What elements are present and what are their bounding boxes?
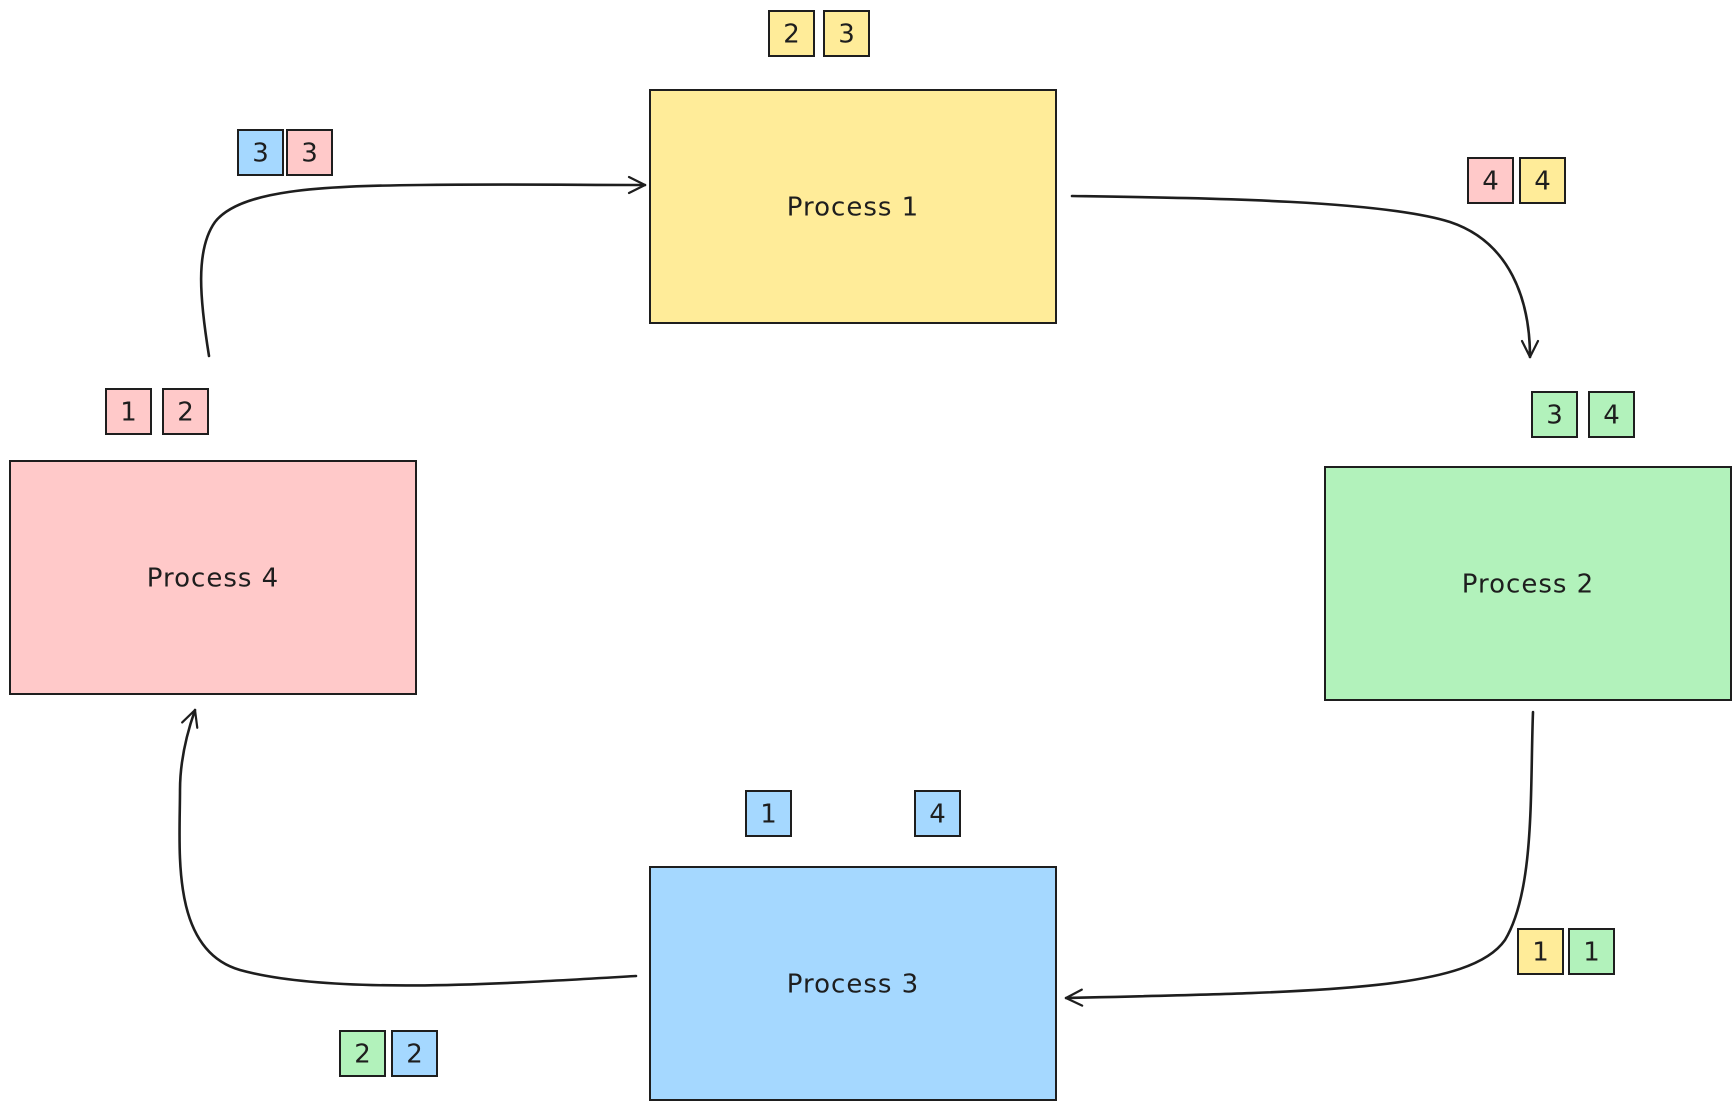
arrow-p3-to-p4	[178, 708, 638, 987]
token-badge: 2	[391, 1030, 438, 1077]
token-number: 1	[760, 800, 777, 830]
token-number: 3	[1546, 401, 1563, 431]
process-rect	[649, 89, 1057, 324]
process-box-3[interactable]: Process 3	[649, 866, 1057, 1101]
process-rect	[9, 460, 417, 695]
process-boxes: Process 1 Process 2 Process 3 Process 4	[9, 89, 1732, 1101]
token-square	[768, 10, 815, 57]
token-square	[1531, 391, 1578, 438]
token-square	[339, 1030, 386, 1077]
token-square	[391, 1030, 438, 1077]
token-number: 4	[929, 800, 946, 830]
token-badge: 1	[745, 790, 792, 837]
token-square	[162, 388, 209, 435]
token-badge: 4	[1519, 157, 1566, 204]
process-rect	[1324, 466, 1732, 701]
token-badge: 4	[1467, 157, 1514, 204]
token-number: 1	[120, 398, 137, 428]
token-square	[914, 790, 961, 837]
process-rect	[649, 866, 1057, 1101]
token-square	[823, 10, 870, 57]
process-label: Process 4	[147, 564, 279, 594]
token-square	[1568, 928, 1615, 975]
token-badge: 3	[237, 129, 284, 176]
token-badge: 2	[768, 10, 815, 57]
token-badge: 1	[1568, 928, 1615, 975]
token-badge: 2	[339, 1030, 386, 1077]
token-number: 2	[177, 398, 194, 428]
process-box-4[interactable]: Process 4	[9, 460, 417, 695]
process-label: Process 1	[787, 193, 919, 223]
token-square	[105, 388, 152, 435]
token-square	[1467, 157, 1514, 204]
token-number: 2	[354, 1040, 371, 1070]
token-number: 2	[406, 1040, 423, 1070]
token-badge: 3	[823, 10, 870, 57]
token-number: 2	[783, 20, 800, 50]
token-badge: 1	[105, 388, 152, 435]
token-square	[1517, 928, 1564, 975]
arrow-p2-to-p3	[1064, 710, 1535, 1007]
token-number: 4	[1482, 167, 1499, 197]
token-square	[745, 790, 792, 837]
process-label: Process 3	[787, 970, 919, 1000]
token-number: 3	[838, 20, 855, 50]
arrow-p4-to-p1	[199, 175, 647, 358]
token-badge: 4	[914, 790, 961, 837]
token-badge: 3	[286, 129, 333, 176]
token-square	[1519, 157, 1566, 204]
token-number: 3	[252, 139, 269, 169]
process-label: Process 2	[1462, 570, 1594, 600]
token-number: 4	[1603, 401, 1620, 431]
token-badge: 1	[1517, 928, 1564, 975]
token-square	[237, 129, 284, 176]
token-badge: 2	[162, 388, 209, 435]
token-badge: 3	[1531, 391, 1578, 438]
token-square	[1588, 391, 1635, 438]
process-box-2[interactable]: Process 2	[1324, 466, 1732, 701]
connectors	[178, 175, 1540, 1007]
token-badge: 4	[1588, 391, 1635, 438]
token-number: 4	[1534, 167, 1551, 197]
process-box-1[interactable]: Process 1	[649, 89, 1057, 324]
token-number: 1	[1532, 938, 1549, 968]
token-number: 3	[301, 139, 318, 169]
arrow-p1-to-p2	[1070, 194, 1540, 359]
token-number: 1	[1583, 938, 1600, 968]
token-square	[286, 129, 333, 176]
